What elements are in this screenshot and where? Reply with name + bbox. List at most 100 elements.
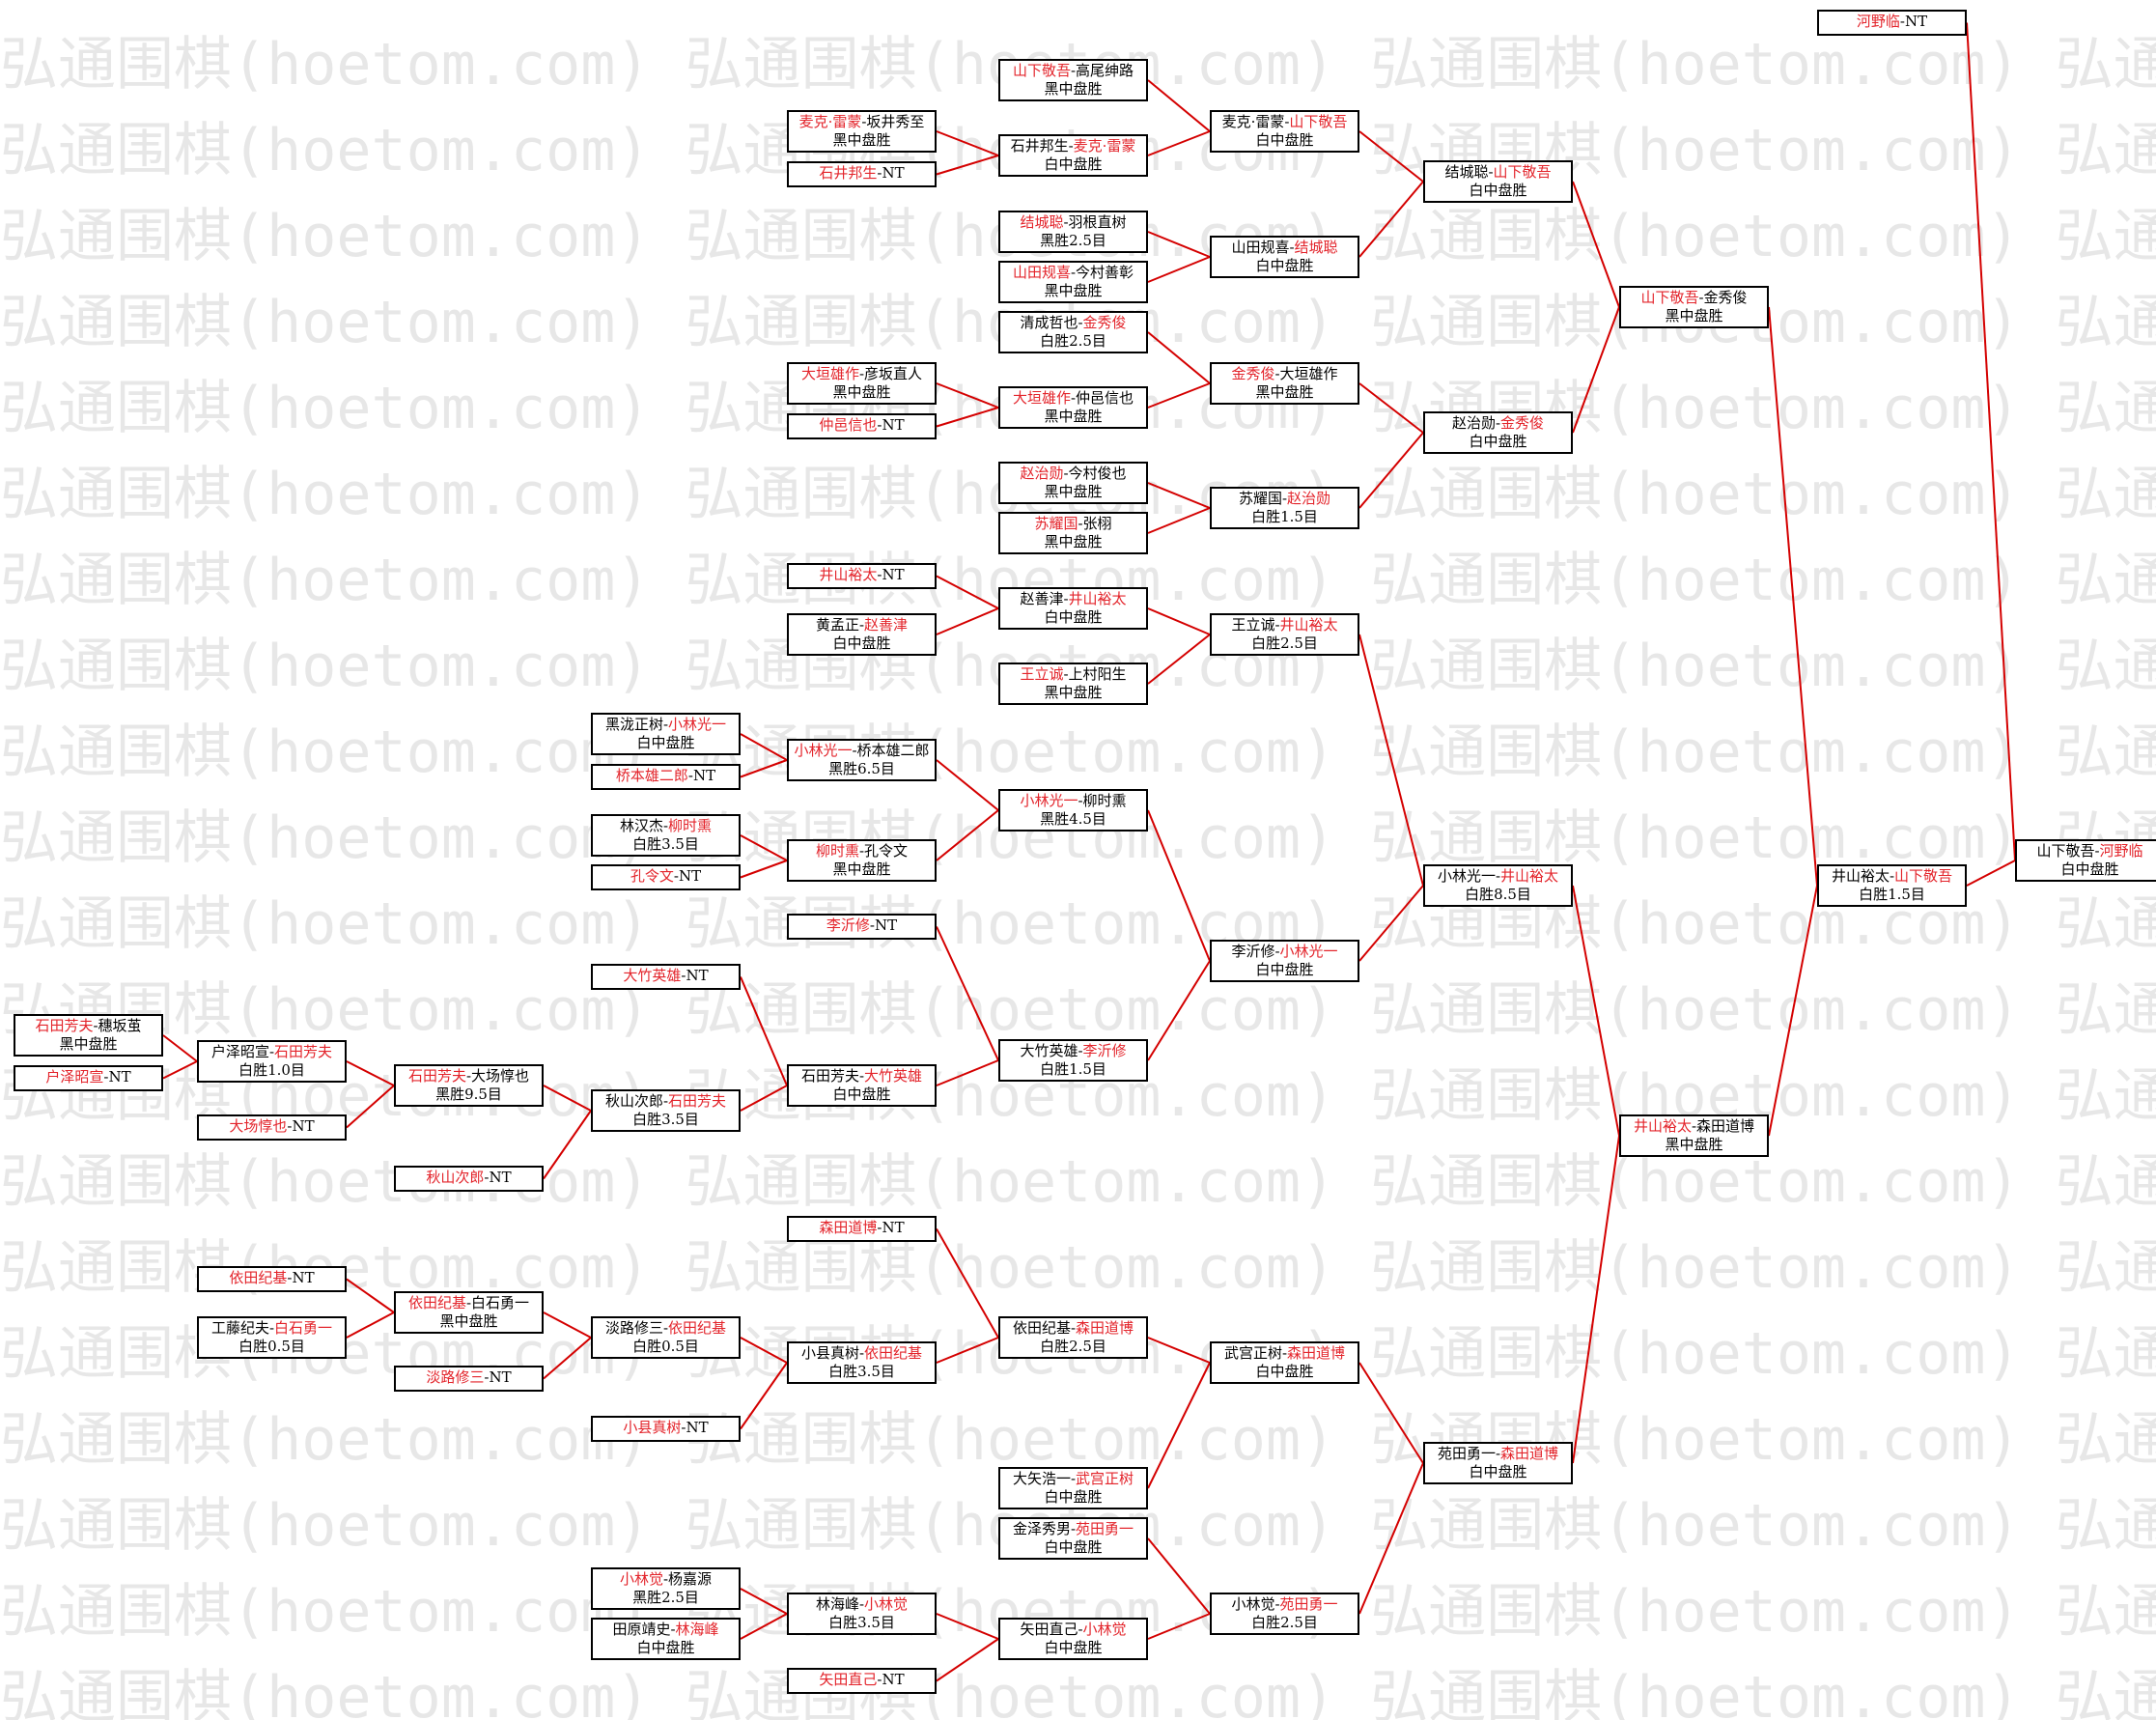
- match-players: 石井邦生-NT: [789, 164, 935, 182]
- match-players: 小林光一-柳时熏: [1000, 792, 1146, 810]
- player-text: -金秀俊: [1698, 289, 1748, 306]
- match-players: 仲邑信也-NT: [789, 416, 935, 434]
- player-text: -杨嘉源: [662, 1570, 713, 1588]
- match-players: 大竹英雄-李沂修: [1000, 1042, 1146, 1060]
- winner-name: 白石勇一: [274, 1319, 333, 1337]
- match-box: 石田芳夫-穗坂茧黑中盘胜: [14, 1014, 163, 1057]
- match-box: 石井邦生-NT: [787, 161, 937, 187]
- match-players: 小林觉-苑田勇一: [1212, 1595, 1358, 1614]
- match-result: 白中盘胜: [1212, 257, 1358, 275]
- player-text: 户泽昭宣-: [210, 1043, 275, 1060]
- player-text: 白胜1.5目: [1251, 508, 1318, 525]
- match-box: 大场惇也-NT: [197, 1114, 347, 1141]
- match-result: 黑胜2.5目: [593, 1589, 739, 1607]
- player-text: 白胜3.5目: [828, 1363, 895, 1380]
- match-box: 山田规喜-结城聪白中盘胜: [1210, 236, 1359, 278]
- player-text: 李沂修-: [1231, 943, 1280, 960]
- bracket-line: [1358, 1462, 1424, 1615]
- match-players: 依田纪基-森田道博: [1000, 1319, 1146, 1338]
- player-text: -NT: [287, 1117, 315, 1135]
- player-text: 大竹英雄-: [1020, 1042, 1083, 1059]
- bracket-line: [1147, 809, 1211, 962]
- player-text: 黑中盘胜: [1255, 383, 1314, 401]
- bracket-line: [1147, 331, 1211, 384]
- player-text: 白中盘胜: [1255, 257, 1314, 274]
- match-result: 白中盘胜: [593, 734, 739, 752]
- bracket-line: [543, 1085, 592, 1112]
- player-text: -大场惇也: [465, 1067, 530, 1085]
- winner-name: 李沂修: [826, 916, 870, 934]
- match-result: 黑胜6.5目: [789, 760, 935, 778]
- match-players: 金泽秀男-苑田勇一: [1000, 1520, 1146, 1538]
- match-box: 小林光一-桥本雄二郎黑胜6.5目: [787, 739, 937, 781]
- winner-name: 小林觉: [619, 1570, 663, 1588]
- bracket-line: [543, 1110, 592, 1180]
- match-result: 黑中盘胜: [789, 860, 935, 879]
- winner-name: 淡路修三: [426, 1368, 485, 1386]
- player-text: 黑中盘胜: [1044, 483, 1103, 500]
- match-box: 孔令文-NT: [591, 864, 741, 890]
- bracket-line: [543, 1311, 592, 1339]
- winner-name: 苑田勇一: [1076, 1520, 1134, 1537]
- match-box: 苏耀国-张栩黑中盘胜: [998, 512, 1148, 554]
- player-text: 白中盘胜: [1255, 961, 1314, 978]
- bracket-line: [740, 1613, 788, 1640]
- winner-name: 山田规喜: [1012, 264, 1071, 281]
- winner-name: 小林光一: [668, 716, 727, 733]
- bracket-line: [346, 1060, 395, 1086]
- player-text: -NT: [877, 566, 905, 583]
- player-text: 苑田勇一-: [1437, 1445, 1501, 1462]
- winner-name: 山下敬吾: [1289, 113, 1348, 130]
- winner-name: 户泽昭宣: [45, 1068, 104, 1086]
- bracket-line: [346, 1311, 395, 1339]
- bracket-line: [1966, 860, 2016, 887]
- player-text: 白中盘胜: [1044, 1488, 1103, 1506]
- player-text: -今村善彰: [1070, 264, 1134, 281]
- match-box: 林汉杰-柳时熏白胜3.5目: [591, 814, 741, 857]
- bracket-line: [1358, 1362, 1424, 1464]
- player-text: -坂井秀至: [861, 113, 925, 130]
- match-box: 武宫正树-森田道博白中盘胜: [1210, 1341, 1359, 1384]
- match-box: 户泽昭宣-石田芳夫白胜1.0目: [197, 1040, 347, 1083]
- bracket-line: [1358, 181, 1424, 258]
- player-text: 白胜2.5目: [1040, 332, 1106, 350]
- player-text: -NT: [673, 867, 702, 885]
- bracket-line: [1147, 1613, 1211, 1640]
- player-text: 黑胜2.5目: [632, 1589, 699, 1606]
- bracket-line: [936, 809, 999, 861]
- player-text: 黑胜4.5目: [1040, 810, 1106, 828]
- match-players: 山田规喜-结城聪: [1212, 239, 1358, 257]
- player-text: 白胜0.5目: [632, 1338, 699, 1355]
- player-text: 黑胜2.5目: [1040, 232, 1106, 249]
- match-players: 石田芳夫-大竹英雄: [789, 1067, 935, 1086]
- match-result: 白中盘胜: [1212, 131, 1358, 150]
- winner-name: 苑田勇一: [1279, 1595, 1338, 1613]
- bracket-line: [1768, 885, 1818, 1137]
- match-box: 小林觉-苑田勇一白胜2.5目: [1210, 1593, 1359, 1635]
- player-text: -森田道博: [1691, 1117, 1755, 1135]
- bracket-line: [1147, 634, 1211, 685]
- bracket-line: [1147, 482, 1211, 509]
- match-result: 白胜2.5目: [1000, 332, 1146, 351]
- match-players: 金秀俊-大垣雄作: [1212, 365, 1358, 383]
- bracket-line: [936, 1059, 999, 1086]
- match-box: 井山裕太-NT: [787, 563, 937, 589]
- winner-name: 赵治勋: [1020, 465, 1064, 482]
- match-players: 大垣雄作-彦坂直人: [789, 365, 935, 383]
- match-result: 黑中盘胜: [1000, 483, 1146, 501]
- player-text: 苏耀国-: [1238, 490, 1288, 507]
- match-result: 白胜1.5目: [1212, 508, 1358, 526]
- player-text: 黑胜6.5目: [828, 760, 895, 777]
- player-text: -NT: [1899, 13, 1928, 30]
- match-players: 李沂修-NT: [789, 916, 935, 934]
- bracket-line: [1966, 22, 2016, 861]
- match-players: 林海峰-小林觉: [789, 1595, 935, 1614]
- match-result: 白胜8.5目: [1425, 886, 1571, 904]
- winner-name: 河野临: [1856, 13, 1900, 30]
- match-box: 小林觉-杨嘉源黑胜2.5目: [591, 1567, 741, 1610]
- winner-name: 结城聪: [1020, 213, 1064, 231]
- winner-name: 王立诚: [1020, 665, 1064, 683]
- match-box: 户泽昭宣-NT: [14, 1065, 163, 1091]
- bracket-line: [1572, 306, 1620, 434]
- match-players: 山下敬吾-金秀俊: [1621, 289, 1767, 307]
